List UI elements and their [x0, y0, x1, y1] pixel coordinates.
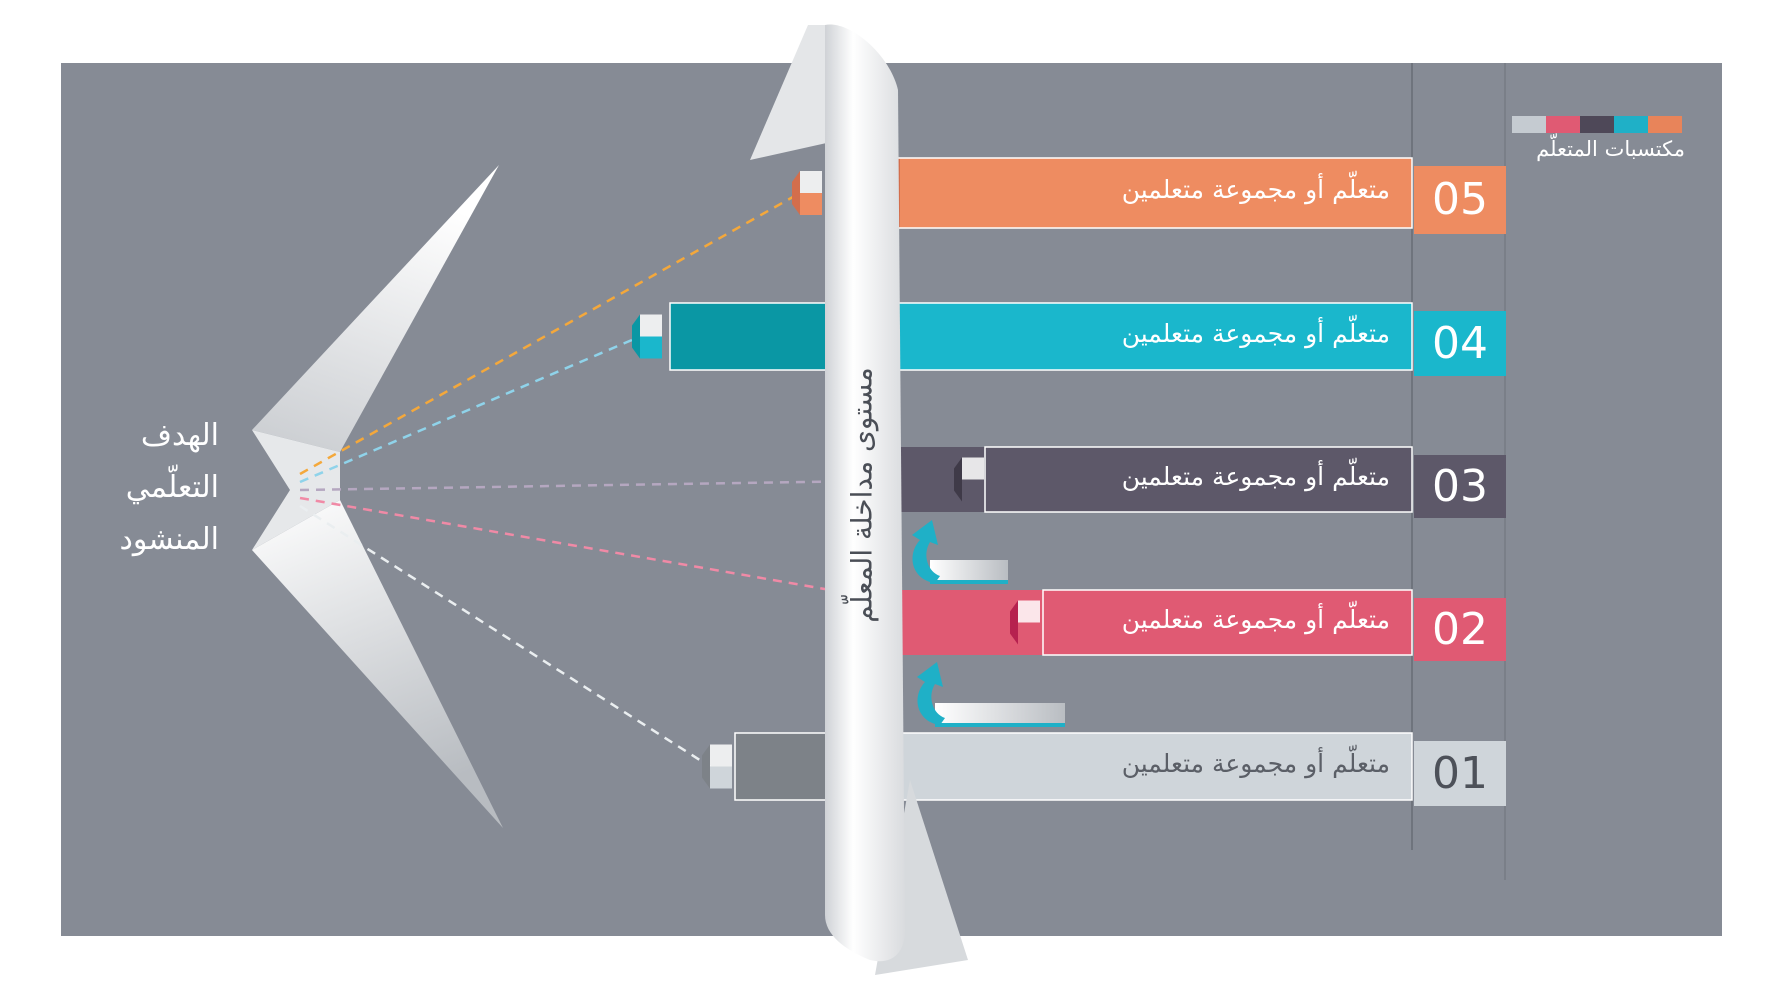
- row-number-03: 03: [1432, 460, 1488, 512]
- learning-goal-label: الهدف التعلّمي المنشود: [19, 410, 220, 566]
- cube-marker-01: [702, 744, 732, 789]
- row-number-05: 05: [1432, 174, 1488, 225]
- goal-line-3: المنشود: [119, 522, 220, 557]
- legend-swatch: [1546, 116, 1580, 133]
- cube-marker-03: [954, 457, 984, 502]
- step-arrow: [912, 520, 1008, 584]
- bar-label-03: متعلّم أو مجموعة متعلمين: [1121, 461, 1390, 491]
- legend-swatch: [1648, 116, 1682, 133]
- goal-line-1: الهدف: [140, 418, 219, 453]
- legend-swatch: [1512, 116, 1546, 133]
- bar-label-02: متعلّم أو مجموعة متعلمين: [1121, 604, 1390, 634]
- bar-label-01: متعلّم أو مجموعة متعلمين: [1121, 748, 1390, 778]
- row-number-02: 02: [1432, 603, 1488, 655]
- connector-line-04: [299, 335, 641, 484]
- connector-line-01: [299, 504, 711, 768]
- legend-color-strip: [1512, 116, 1682, 133]
- bar-03: [900, 446, 1413, 513]
- number-tab-05: [1414, 166, 1506, 234]
- number-tab-03: [1414, 455, 1506, 518]
- legend-swatch: [1580, 116, 1614, 133]
- bar-02: [900, 589, 1413, 656]
- number-tab-01: [1414, 741, 1506, 806]
- ribbon-label-text: مستوى مداخلة المعلّم: [845, 367, 879, 623]
- cube-marker-02: [1010, 600, 1040, 645]
- legend-swatch: [1614, 116, 1648, 133]
- number-tab-02: [1414, 598, 1506, 661]
- bar-label-05: متعلّم أو مجموعة متعلمين: [1121, 175, 1390, 204]
- bar-04: [669, 302, 1413, 371]
- number-tab-04: [1414, 311, 1506, 376]
- step-arrow: [917, 662, 1065, 727]
- row-number-01: 01: [1432, 747, 1488, 799]
- cube-marker-04: [632, 314, 662, 359]
- cube-marker-05: [792, 171, 822, 215]
- legend-label: مكتسبات المتعلّم: [1536, 137, 1685, 161]
- arrowhead-shape: [252, 165, 503, 828]
- bar-05: [894, 157, 1413, 229]
- bar-label-04: متعلّم أو مجموعة متعلمين: [1121, 318, 1390, 348]
- goal-line-2: التعلّمي: [125, 470, 219, 505]
- row-number-04: 04: [1432, 317, 1488, 369]
- teacher-ribbon: [750, 24, 968, 975]
